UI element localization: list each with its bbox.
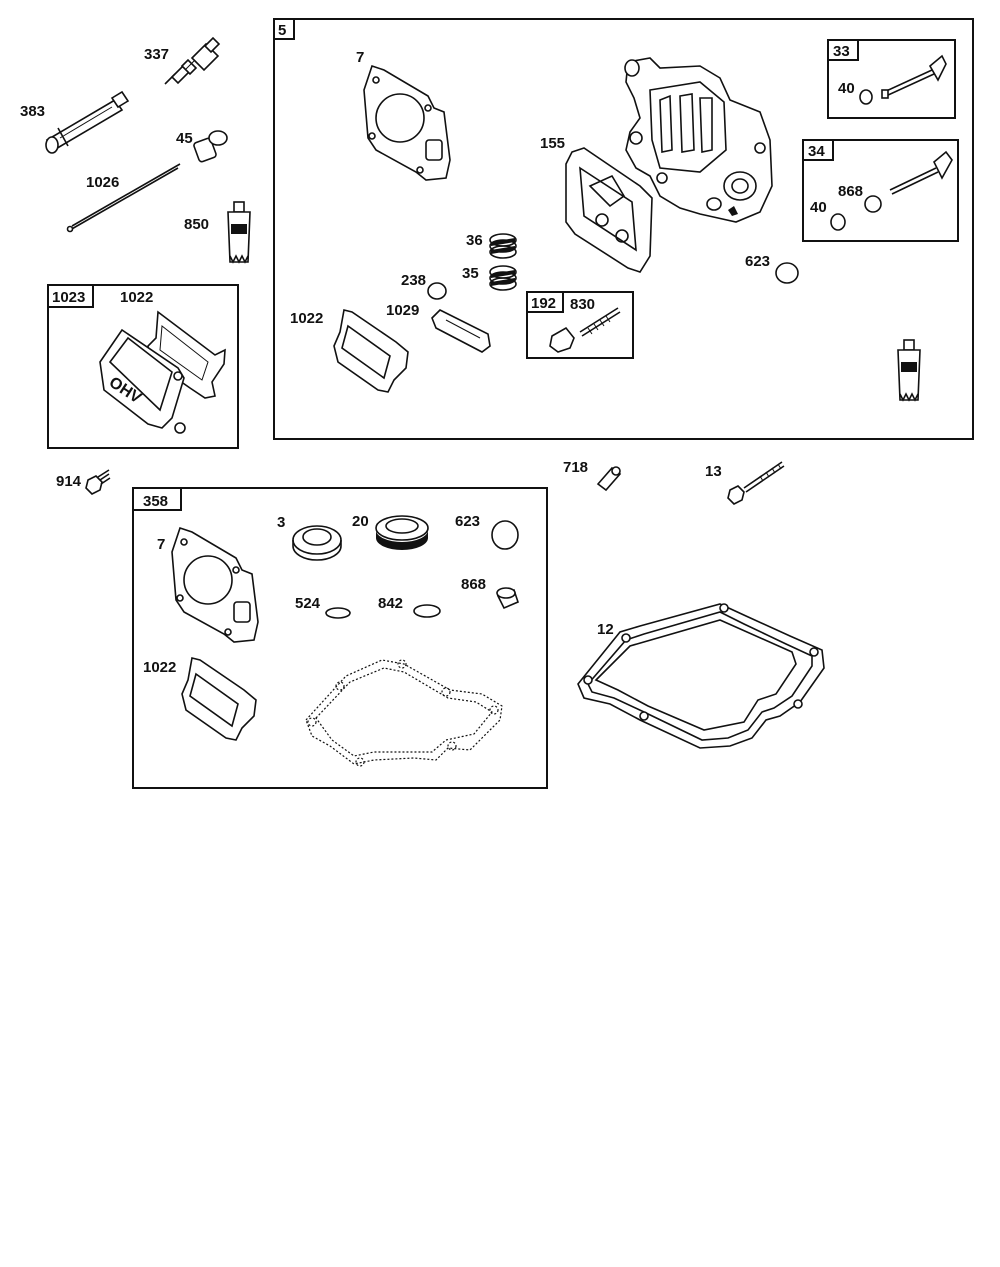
head-gasket-358 — [171, 526, 259, 643]
callout-20: 20 — [352, 513, 369, 530]
kit-box-358 — [132, 487, 548, 789]
callout-914: 914 — [56, 473, 82, 490]
callout-850: 850 — [184, 216, 209, 233]
callout-842: 842 — [378, 595, 403, 612]
callout-718: 718 — [563, 459, 588, 476]
oil-seal-20 — [375, 515, 429, 550]
o-ring-623-head — [775, 262, 799, 284]
kit-label-5: 5 — [278, 22, 286, 39]
head-bolt-part — [727, 461, 785, 505]
kit-label-358: 358 — [143, 493, 168, 510]
callout-7-head: 7 — [356, 49, 364, 66]
callout-3: 3 — [277, 514, 285, 531]
kit-label-1023: 1023 — [52, 289, 85, 306]
cylinder-head-part — [624, 57, 773, 223]
sealant-tube-kit5 — [897, 339, 921, 402]
head-gasket-part — [363, 64, 451, 181]
o-ring-623-358 — [491, 520, 519, 550]
sealant-tube-part — [227, 201, 251, 264]
kit-box-192 — [526, 291, 634, 359]
adjuster-part — [549, 307, 621, 353]
guide-plate-part — [431, 309, 491, 353]
kit-box-33 — [827, 39, 956, 119]
callout-155: 155 — [540, 135, 565, 152]
valve-cover-gasket-head — [333, 309, 409, 393]
callout-830: 830 — [570, 296, 595, 313]
callout-868-34: 868 — [838, 183, 863, 200]
pin-part — [193, 130, 228, 163]
callout-45: 45 — [176, 130, 193, 147]
intake-valve-part — [830, 150, 953, 231]
valve-cover-part: OHV — [99, 328, 186, 434]
callout-1022-head: 1022 — [290, 310, 323, 327]
callout-1022-358: 1022 — [143, 659, 176, 676]
callout-36: 36 — [466, 232, 483, 249]
callout-524: 524 — [295, 595, 321, 612]
callout-13: 13 — [705, 463, 722, 480]
callout-1022-kit1023: 1022 — [120, 289, 153, 306]
kit-tag-1023 — [47, 284, 94, 308]
callout-337: 337 — [144, 46, 169, 63]
callout-40-34: 40 — [810, 199, 827, 216]
callout-238: 238 — [401, 272, 426, 289]
crankcase-gasket-358 — [305, 659, 503, 767]
spark-plug-wrench-part — [45, 90, 130, 154]
callout-383: 383 — [20, 103, 45, 120]
crankcase-gasket-12 — [577, 603, 825, 749]
exhaust-valve-part — [859, 54, 947, 105]
kit-tag-192 — [526, 291, 564, 313]
kit-box-34 — [802, 139, 959, 242]
callout-40-33: 40 — [838, 80, 855, 97]
kit-tag-5 — [273, 18, 295, 40]
valve-cover-gasket-358 — [181, 657, 257, 741]
rod-part — [66, 163, 181, 233]
callout-623-358: 623 — [455, 513, 480, 530]
rocker-housing-part — [565, 147, 653, 273]
callout-623-head: 623 — [745, 253, 770, 270]
callout-35: 35 — [462, 265, 479, 282]
dowel-pin-part — [596, 466, 622, 492]
kit-label-34: 34 — [808, 143, 825, 160]
oil-seal-3 — [292, 525, 342, 561]
spark-plug-part — [164, 36, 221, 85]
callout-1029: 1029 — [386, 302, 419, 319]
callout-12: 12 — [597, 621, 614, 638]
kit-tag-33 — [827, 39, 859, 61]
o-ring-238 — [427, 282, 447, 300]
valve-seal-868 — [496, 587, 519, 610]
valve-cover-gasket — [147, 310, 226, 399]
seal-ring-842 — [413, 604, 441, 618]
kit-label-192: 192 — [531, 295, 556, 312]
callout-1026: 1026 — [86, 174, 119, 191]
callout-868-358: 868 — [461, 576, 486, 593]
kit-label-33: 33 — [833, 43, 850, 60]
callout-7-358: 7 — [157, 536, 165, 553]
bolt-914-part — [85, 469, 111, 495]
kit-box-1023 — [47, 284, 239, 449]
valve-spring-35 — [489, 265, 517, 291]
seal-ring-524 — [325, 607, 351, 619]
kit-tag-34 — [802, 139, 834, 161]
kit-box-5 — [273, 18, 974, 440]
kit-tag-358 — [132, 487, 182, 511]
valve-spring-36 — [489, 233, 517, 259]
